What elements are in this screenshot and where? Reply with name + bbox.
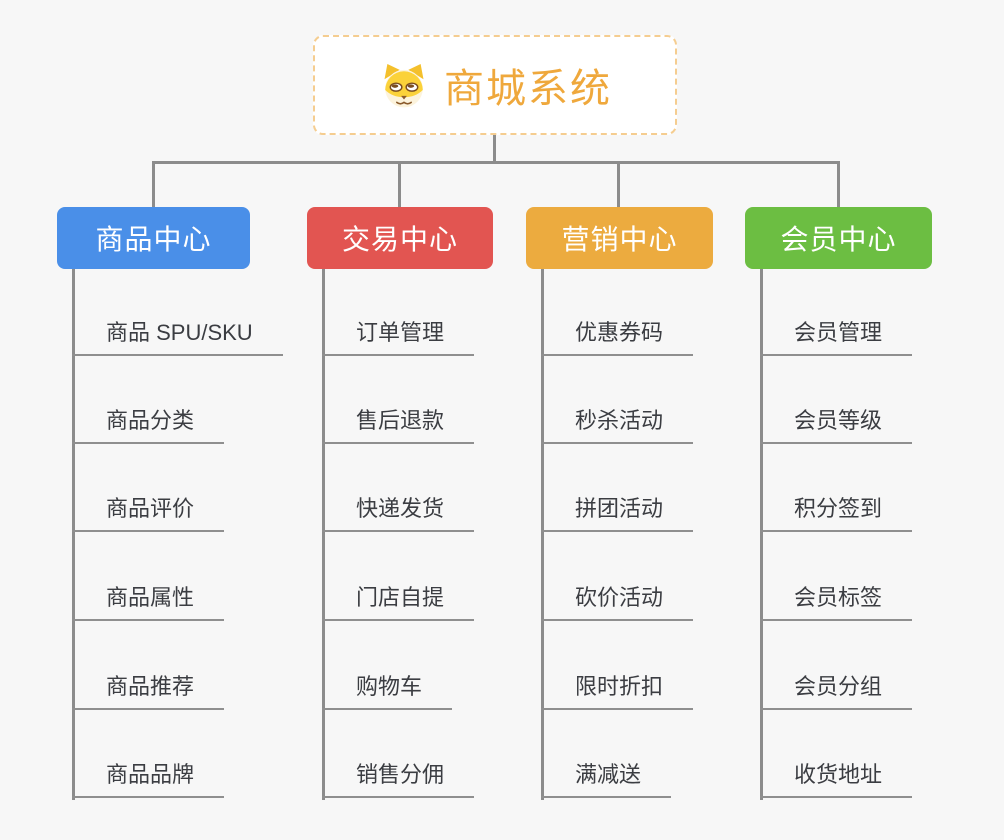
leaf-node[interactable]: 售后退款 bbox=[322, 407, 475, 444]
root-node[interactable]: 商城系统 bbox=[313, 35, 677, 135]
leaf-node[interactable]: 拼团活动 bbox=[541, 495, 694, 532]
leaf-node[interactable]: 商品品牌 bbox=[72, 761, 225, 798]
leaf-node[interactable]: 优惠券码 bbox=[541, 319, 694, 356]
connector-stub-member bbox=[837, 161, 840, 207]
branch-node-marketing-center[interactable]: 营销中心 bbox=[526, 207, 713, 269]
root-title: 商城系统 bbox=[444, 67, 612, 111]
leaf-node[interactable]: 订单管理 bbox=[322, 319, 475, 356]
dog-icon bbox=[378, 61, 430, 109]
connector-stub-trade bbox=[398, 161, 401, 207]
leaf-node[interactable]: 商品评价 bbox=[72, 495, 225, 532]
connector-column-product bbox=[72, 269, 75, 800]
connector-root-stem bbox=[493, 134, 496, 163]
connector-column-member bbox=[760, 269, 763, 800]
branch-node-trade-center[interactable]: 交易中心 bbox=[307, 207, 493, 269]
leaf-node[interactable]: 积分签到 bbox=[760, 495, 913, 532]
leaf-node[interactable]: 销售分佣 bbox=[322, 761, 475, 798]
leaf-node[interactable]: 门店自提 bbox=[322, 584, 475, 621]
leaf-node[interactable]: 商品属性 bbox=[72, 584, 225, 621]
leaf-node[interactable]: 会员管理 bbox=[760, 319, 913, 356]
leaf-node[interactable]: 会员等级 bbox=[760, 407, 913, 444]
leaf-node[interactable]: 秒杀活动 bbox=[541, 407, 694, 444]
leaf-node[interactable]: 商品分类 bbox=[72, 407, 225, 444]
leaf-node[interactable]: 会员标签 bbox=[760, 584, 913, 621]
leaf-node[interactable]: 会员分组 bbox=[760, 673, 913, 710]
leaf-node[interactable]: 商品推荐 bbox=[72, 673, 225, 710]
connector-column-marketing bbox=[541, 269, 544, 800]
connector-stub-marketing bbox=[617, 161, 620, 207]
connector-column-trade bbox=[322, 269, 325, 800]
leaf-node[interactable]: 收货地址 bbox=[760, 761, 913, 798]
leaf-node[interactable]: 购物车 bbox=[322, 673, 453, 710]
leaf-node[interactable]: 快递发货 bbox=[322, 495, 475, 532]
leaf-node[interactable]: 砍价活动 bbox=[541, 584, 694, 621]
leaf-node[interactable]: 商品 SPU/SKU bbox=[72, 319, 283, 356]
connector-top-bar bbox=[152, 161, 840, 164]
branch-node-product-center[interactable]: 商品中心 bbox=[57, 207, 250, 269]
leaf-node[interactable]: 限时折扣 bbox=[541, 673, 694, 710]
connector-stub-product bbox=[152, 161, 155, 207]
leaf-node[interactable]: 满减送 bbox=[541, 761, 672, 798]
branch-node-member-center[interactable]: 会员中心 bbox=[745, 207, 932, 269]
